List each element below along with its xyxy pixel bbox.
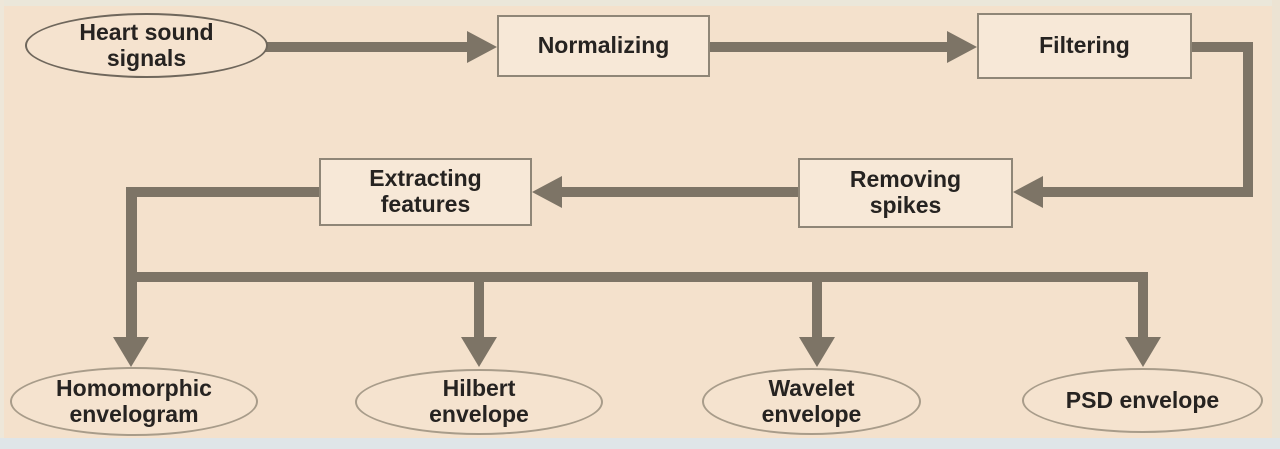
figure-edge-bottom xyxy=(0,438,1280,449)
arrowhead-to-psd xyxy=(1125,337,1161,367)
arrowhead-to-removing-spikes xyxy=(1013,176,1043,208)
node-heart-sound-signals: Heart sound signals xyxy=(25,13,268,78)
node-label: Extracting features xyxy=(369,165,482,217)
arrowhead-to-normalizing xyxy=(467,31,497,63)
node-label: PSD envelope xyxy=(1065,386,1220,413)
node-normalizing: Normalizing xyxy=(497,15,710,77)
node-hilbert-envelope: Hilbert envelope xyxy=(355,369,603,435)
arrowhead-to-homomorphic xyxy=(113,337,149,367)
arrowhead-to-wavelet xyxy=(799,337,835,367)
connector-heart-to-normalizing xyxy=(263,42,469,52)
figure-edge-top xyxy=(0,0,1280,6)
connector-removing-to-extracting xyxy=(562,187,798,197)
connector-filtering-elbow-vertical xyxy=(1243,42,1253,197)
connector-extracting-elbow-vertical xyxy=(126,187,137,337)
figure-edge-left xyxy=(0,0,4,449)
node-removing-spikes: Removing spikes xyxy=(798,158,1013,228)
arrowhead-to-filtering xyxy=(947,31,977,63)
arrowhead-to-hilbert xyxy=(461,337,497,367)
connector-drop-psd xyxy=(1138,272,1148,337)
node-extracting-features: Extracting features xyxy=(319,158,532,226)
connector-filtering-to-removing xyxy=(1043,187,1253,197)
node-label: Removing spikes xyxy=(849,166,962,218)
figure-edge-right xyxy=(1272,0,1280,449)
node-label: Hilbert envelope xyxy=(429,375,529,427)
connector-normalizing-to-filtering xyxy=(708,42,949,52)
arrowhead-to-extracting-features xyxy=(532,176,562,208)
connector-filtering-elbow-top xyxy=(1188,42,1253,52)
node-label: Heart sound signals xyxy=(79,18,214,71)
node-psd-envelope: PSD envelope xyxy=(1022,368,1263,433)
connector-extracting-elbow-horizontal xyxy=(126,187,319,197)
connector-distribution-rail xyxy=(126,272,1148,282)
node-label: Wavelet envelope xyxy=(761,374,862,427)
node-label: Normalizing xyxy=(537,32,670,59)
node-filtering: Filtering xyxy=(977,13,1192,79)
node-wavelet-envelope: Wavelet envelope xyxy=(702,368,921,435)
connector-drop-hilbert xyxy=(474,282,484,337)
connector-drop-wavelet xyxy=(812,282,822,337)
node-label: Filtering xyxy=(1039,32,1130,59)
node-label: Homomorphic envelogram xyxy=(56,374,212,427)
node-homomorphic-envelogram: Homomorphic envelogram xyxy=(10,367,258,436)
